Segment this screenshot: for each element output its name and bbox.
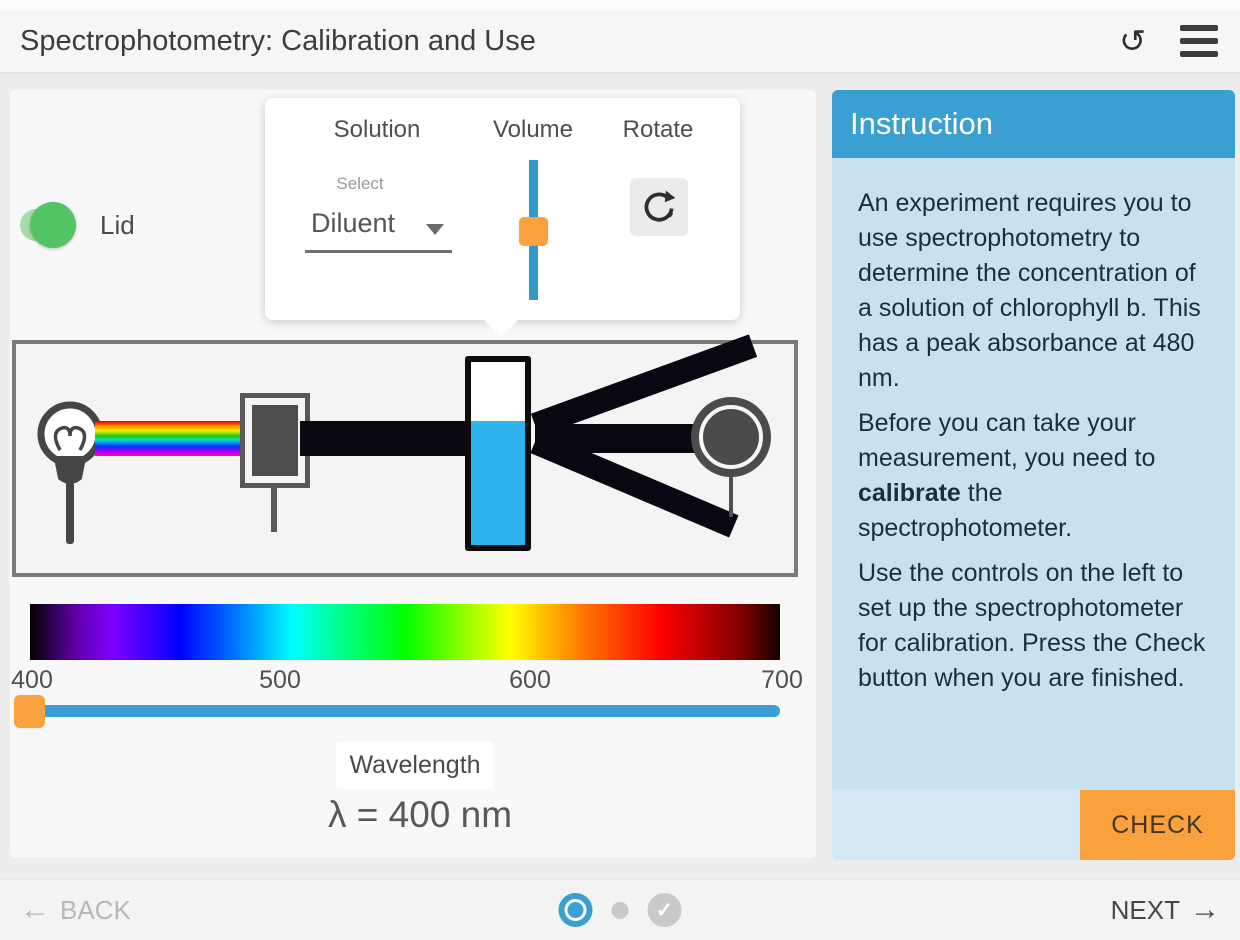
rotate-icon: [644, 190, 676, 222]
instruction-paragraph: An experiment requires you to use spectr…: [858, 189, 1201, 392]
check-button[interactable]: CHECK: [1080, 790, 1235, 860]
tick-600: 600: [509, 666, 551, 694]
page-title: Spectrophotometry: Calibration and Use: [20, 24, 536, 57]
next-button[interactable]: NEXT →: [1111, 895, 1220, 926]
solution-dropdown-value: Diluent: [311, 208, 396, 238]
menu-icon[interactable]: [1180, 25, 1218, 57]
wavelength-readout: λ = 400 nm: [327, 794, 513, 835]
detector-wire: [729, 475, 733, 517]
instruction-body: An experiment requires you to use spectr…: [832, 158, 1235, 790]
progress-step-upcoming: [611, 901, 629, 919]
instruction-paragraph: Use the controls on the left to set up t…: [858, 559, 1206, 692]
lid-toggle-row: Lid: [14, 202, 135, 248]
tick-500: 500: [259, 666, 301, 694]
wavelength-label: Wavelength: [336, 742, 494, 789]
light-bulb-icon: [37, 401, 103, 544]
detector-core: [703, 409, 759, 465]
spectrophotometer-diagram: [12, 334, 798, 577]
cuvette-liquid: [471, 421, 525, 545]
select-label: Select: [336, 174, 384, 193]
wavelength-slider-handle[interactable]: [14, 695, 45, 728]
instruction-paragraph: Before you can take your measurement, yo…: [858, 409, 1156, 542]
monochromator-slit-inner: [252, 405, 298, 476]
tick-400: 400: [11, 666, 53, 694]
cuvette[interactable]: [465, 356, 531, 551]
instruction-title: Instruction: [832, 90, 1235, 158]
instruction-panel: Instruction An experiment requires you t…: [832, 90, 1235, 860]
chevron-down-icon: [426, 224, 444, 235]
tick-700: 700: [761, 666, 803, 694]
next-label: NEXT: [1110, 894, 1180, 925]
progress-step-current: [558, 893, 593, 927]
next-arrow-icon: →: [1190, 893, 1220, 926]
check-icon: ✓: [655, 898, 674, 922]
visible-spectrum-bar: [30, 604, 780, 660]
back-arrow-icon: ←: [20, 893, 50, 926]
simulation-stage: Lid Solution Volume Rotate Select Diluen…: [10, 90, 816, 858]
lid-label: Lid: [100, 209, 135, 240]
progress-steps: ✓: [558, 893, 682, 927]
monochromatic-beam: [300, 421, 472, 456]
top-strip: [0, 0, 1240, 10]
toggle-knob: [30, 202, 76, 248]
calibrate-emphasis: calibrate: [858, 479, 961, 507]
rotate-header: Rotate: [622, 116, 694, 143]
back-button[interactable]: ← BACK: [20, 895, 131, 926]
volume-header: Volume: [492, 116, 574, 143]
back-label: BACK: [60, 894, 131, 925]
bottom-nav-bar: ← BACK ✓ NEXT →: [0, 878, 1240, 940]
transmitted-beam: [535, 424, 699, 453]
popup-caret: [484, 320, 518, 337]
wavelength-slider-track[interactable]: [30, 705, 780, 717]
dropdown-underline: [305, 250, 452, 253]
cuvette-control-panel: Solution Volume Rotate Select Diluent: [265, 98, 740, 337]
instruction-footer: CHECK: [832, 790, 1235, 860]
lid-toggle[interactable]: [14, 202, 76, 248]
solution-dropdown[interactable]: Diluent: [305, 202, 452, 252]
app-header: Spectrophotometry: Calibration and Use ↺: [0, 10, 1240, 74]
volume-slider-handle[interactable]: [519, 217, 548, 246]
reset-icon[interactable]: ↺: [1119, 23, 1146, 59]
monochromator-stand: [271, 488, 277, 532]
solution-header: Solution: [333, 116, 421, 143]
progress-step-done: ✓: [647, 893, 682, 927]
rotate-button[interactable]: [630, 178, 688, 236]
